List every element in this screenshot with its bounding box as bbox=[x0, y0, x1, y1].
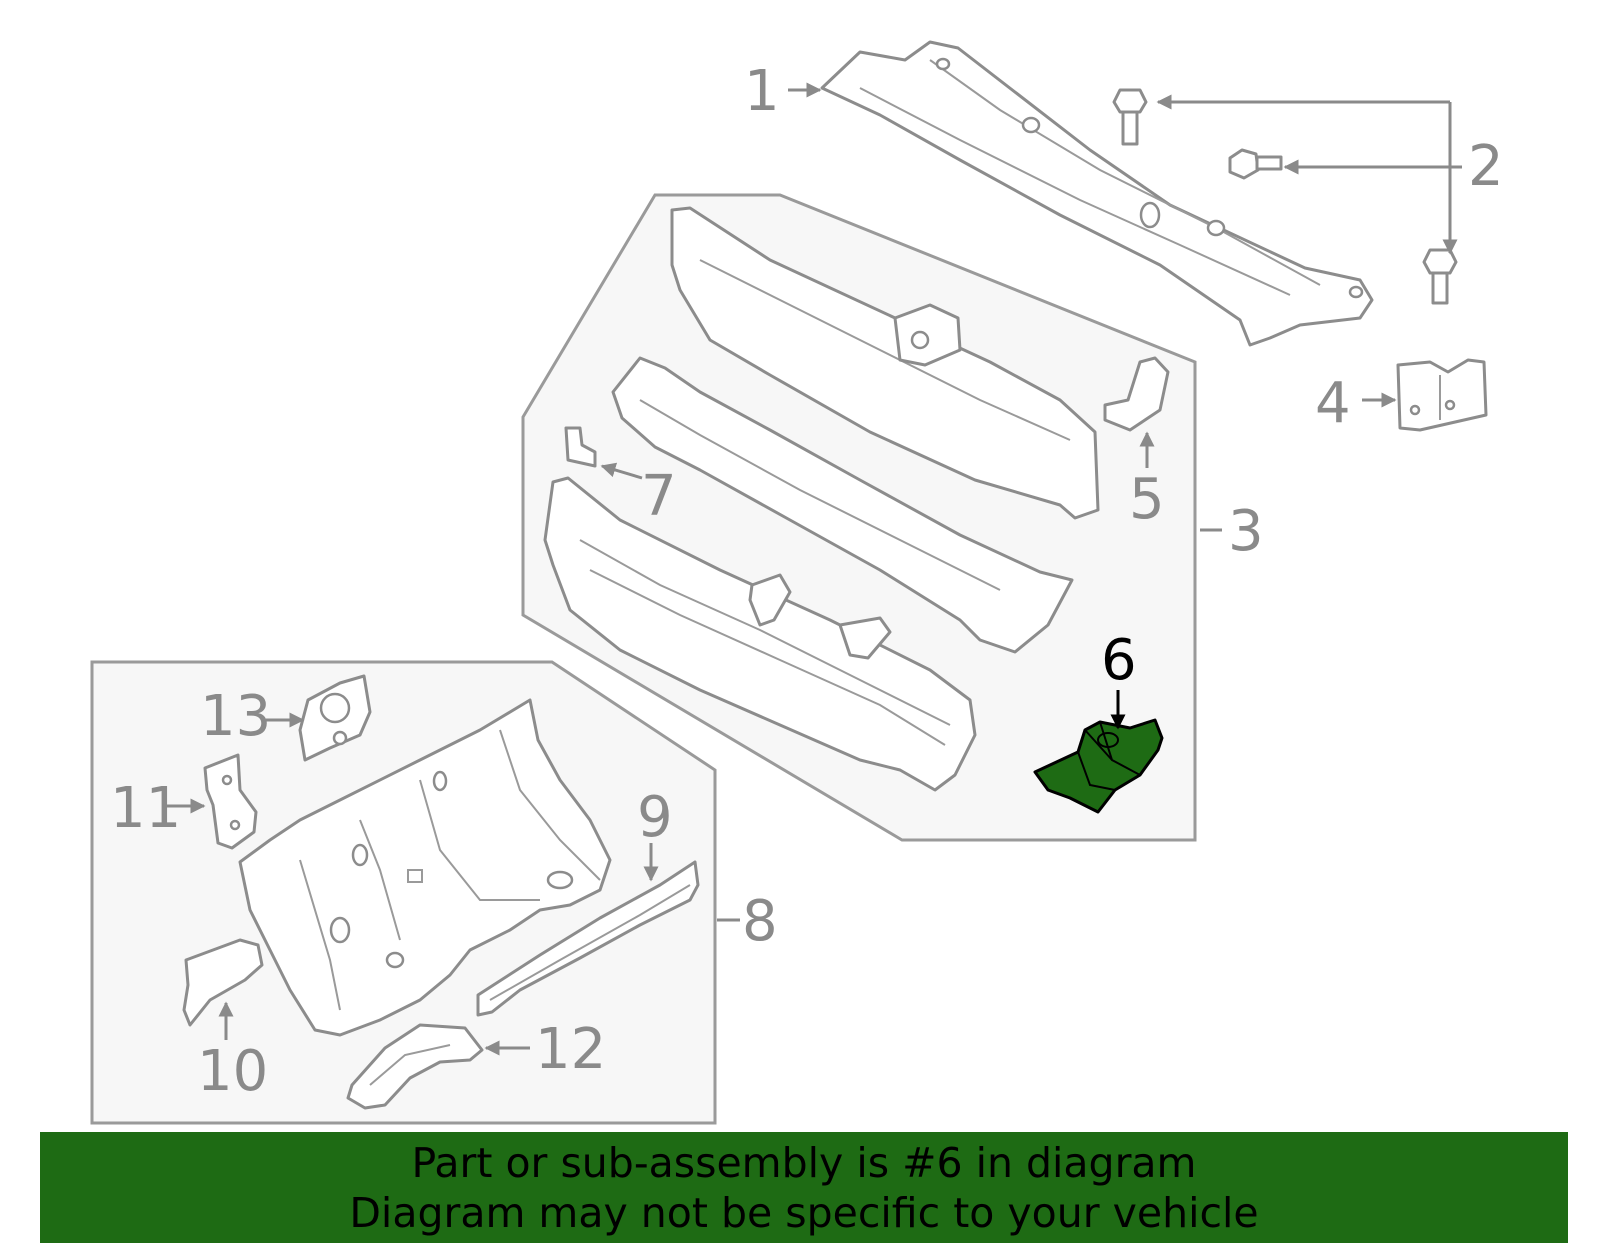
part-9-reinforcement[interactable] bbox=[476, 860, 700, 1017]
part-5-bracket[interactable] bbox=[1103, 356, 1170, 432]
info-banner: Part or sub-assembly is #6 in diagram Di… bbox=[40, 1132, 1568, 1243]
callout-10[interactable]: 10 bbox=[197, 1039, 268, 1104]
callout-3[interactable]: 3 bbox=[1228, 499, 1264, 564]
callout-8[interactable]: 8 bbox=[742, 889, 778, 954]
part-10-bracket[interactable] bbox=[182, 938, 264, 1027]
leader-lines bbox=[163, 82, 1462, 1056]
part-1-cowl-top[interactable] bbox=[820, 40, 1374, 347]
banner-line-2: Diagram may not be specific to your vehi… bbox=[349, 1189, 1259, 1237]
callout-5[interactable]: 5 bbox=[1129, 467, 1165, 532]
callout-7[interactable]: 7 bbox=[641, 464, 677, 529]
banner-line-1: Part or sub-assembly is #6 in diagram bbox=[411, 1139, 1197, 1187]
callout-4[interactable]: 4 bbox=[1315, 371, 1351, 436]
part-8-dash-panel-assembly[interactable] bbox=[238, 698, 612, 1037]
part-6-highlighted[interactable] bbox=[1033, 718, 1164, 814]
callout-6[interactable]: 6 bbox=[1101, 628, 1137, 693]
callout-12[interactable]: 12 bbox=[535, 1017, 606, 1082]
part-11-bracket[interactable] bbox=[203, 753, 258, 850]
callout-13[interactable]: 13 bbox=[200, 684, 271, 749]
part-4-bracket[interactable] bbox=[1396, 358, 1488, 432]
part-3-cowl-panel-assembly[interactable] bbox=[543, 206, 1100, 792]
callout-2[interactable]: 2 bbox=[1468, 134, 1504, 199]
part-7-piece[interactable] bbox=[564, 426, 597, 468]
part-13-bracket[interactable] bbox=[298, 674, 372, 762]
part-2-bolts[interactable] bbox=[1112, 88, 1458, 305]
callout-11[interactable]: 11 bbox=[110, 776, 181, 841]
callout-1[interactable]: 1 bbox=[744, 59, 780, 124]
callout-9[interactable]: 9 bbox=[637, 785, 673, 850]
part-12-member[interactable] bbox=[346, 1023, 484, 1110]
